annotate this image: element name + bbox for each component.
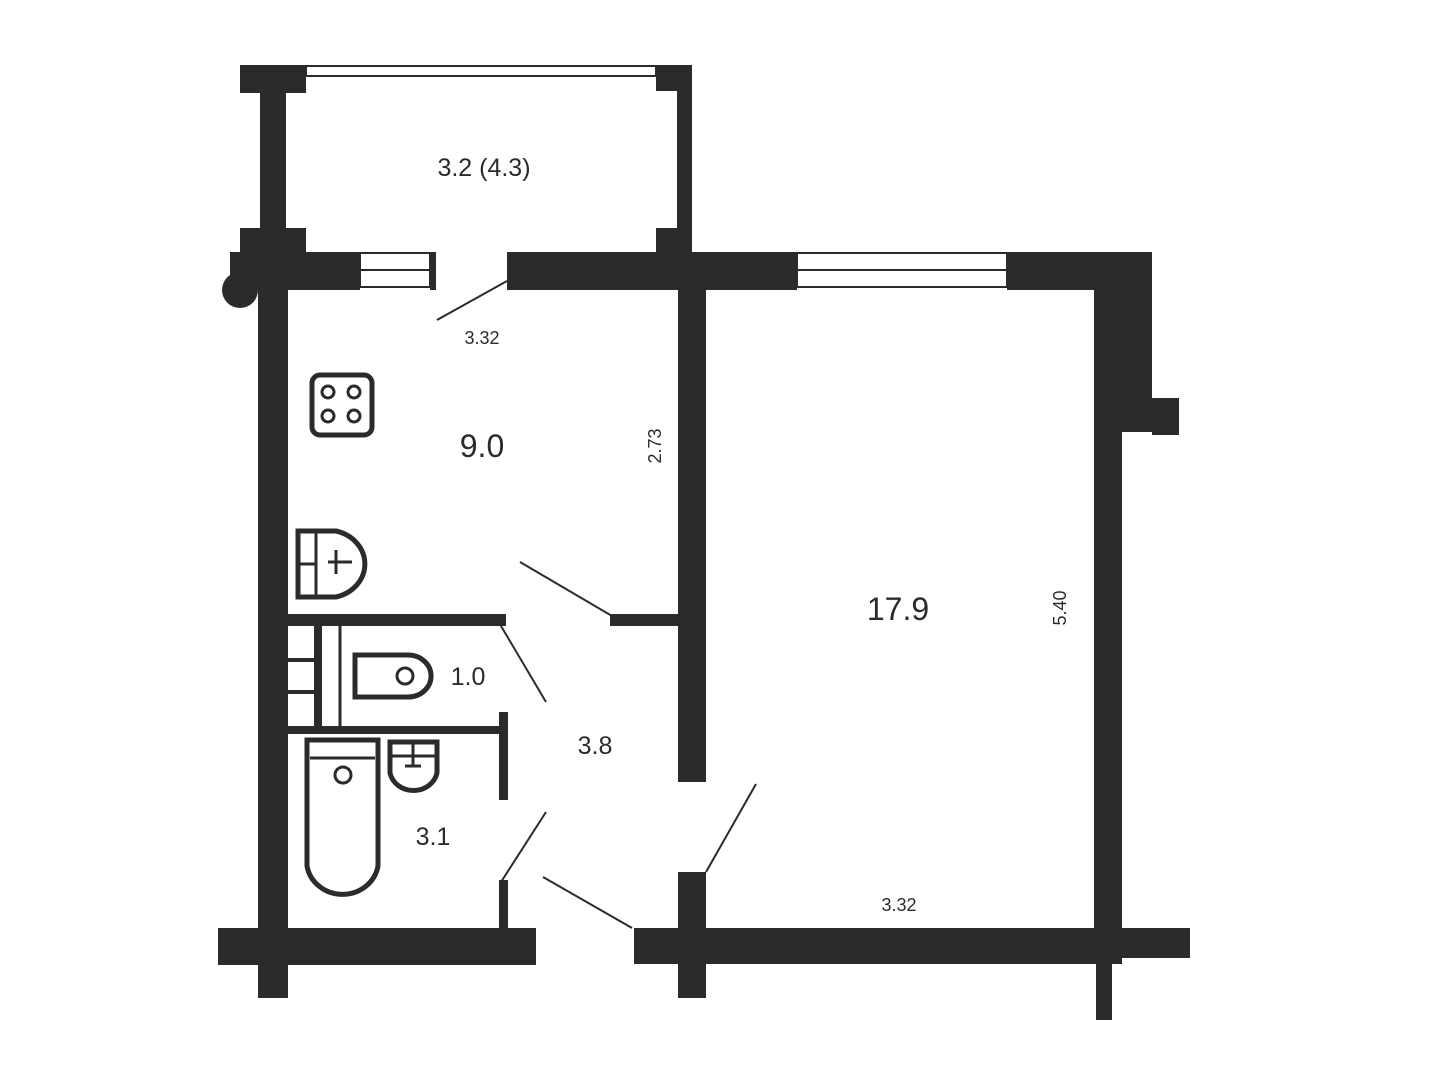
entrance-door	[542, 876, 633, 929]
washbasin-icon	[387, 739, 440, 793]
room-length-label: 5.40	[1050, 590, 1070, 625]
bathroom-door	[500, 811, 547, 883]
hallway-area-label: 3.8	[578, 732, 613, 760]
kitchen-width-label: 3.32	[464, 328, 499, 348]
kitchen-sink-icon	[295, 528, 368, 600]
kitchen-length-label: 2.73	[645, 428, 665, 463]
room-width-label: 3.32	[881, 895, 916, 915]
room-area-label: 17.9	[867, 591, 929, 627]
toilet-icon	[352, 652, 434, 700]
right-wall	[1094, 432, 1190, 1020]
toilet-door	[500, 625, 547, 703]
bathroom-area-label: 3.1	[416, 823, 451, 851]
room-door	[705, 783, 757, 873]
balcony-area-label: 3.2 (4.3)	[437, 154, 530, 182]
toilet-area-label: 1.0	[451, 663, 486, 691]
kitchen-area-label: 9.0	[460, 428, 504, 464]
left-wall	[218, 252, 536, 998]
kitchen-door	[519, 561, 613, 617]
door-swings	[436, 280, 757, 929]
interior-walls	[288, 614, 680, 930]
kitchen-room-partition	[678, 252, 706, 782]
balcony-window	[305, 65, 657, 77]
stove-icon	[309, 372, 375, 438]
bottom-wall	[634, 872, 1122, 998]
balcony-door	[436, 280, 508, 321]
balcony-walls	[240, 65, 692, 258]
top-wall	[230, 252, 1179, 435]
bathtub-icon	[304, 737, 381, 897]
